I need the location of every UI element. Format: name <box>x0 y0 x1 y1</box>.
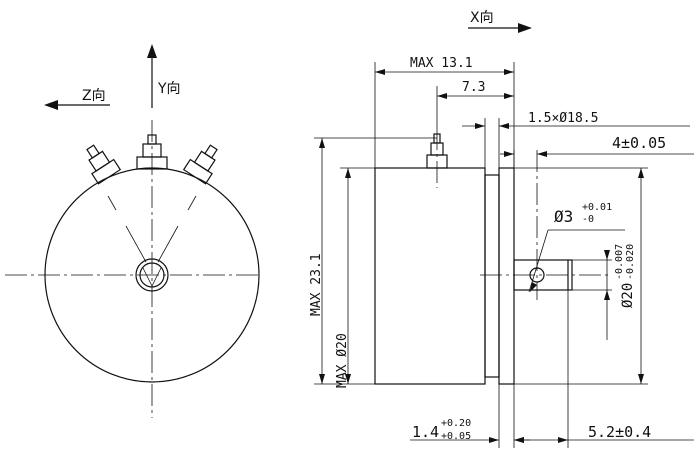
z-direction-arrowhead <box>44 100 58 110</box>
front-view: Y向 Z向 <box>5 44 262 418</box>
side-view: X向 MAX 13.1 7.3 <box>309 10 694 448</box>
dim-flange-thickness-upper-tol: +0.20 <box>441 418 471 429</box>
dim-max-length: MAX 13.1 <box>410 56 473 71</box>
dim-flange-thickness: 1.4 <box>412 423 439 441</box>
shaft-hole-lower-tol: -0 <box>582 214 594 225</box>
dim-flange-spec: 1.5×Ø18.5 <box>528 111 598 126</box>
mounting-flange <box>498 167 515 385</box>
y-direction-label: Y向 <box>157 81 181 97</box>
dim-shaft-dia-lower-tol: -0.020 <box>625 244 636 280</box>
wiper-line-left <box>125 225 147 263</box>
side-terminal <box>426 128 448 188</box>
x-direction-label: X向 <box>470 10 494 26</box>
terminal-axis-left <box>107 195 117 211</box>
x-direction-arrowhead <box>518 23 532 33</box>
housing-circle <box>44 167 260 383</box>
shaft-outer-circle <box>135 258 169 292</box>
terminal-right <box>182 144 218 185</box>
dim-shaft-length: 5.2±0.4 <box>588 423 651 441</box>
z-direction-label: Z向 <box>82 88 106 104</box>
dim-shaft-width: 4±0.05 <box>612 134 666 152</box>
dim-body-dia: MAX Ø20 <box>335 333 350 388</box>
dim-flange-thickness-lower-tol: +0.05 <box>441 431 471 442</box>
shaft-hole-diameter: Ø3 <box>554 207 573 226</box>
terminal-axis-right <box>187 195 197 211</box>
dim-terminal-offset: 7.3 <box>462 80 485 95</box>
shaft-flat-line-right <box>151 267 162 287</box>
y-direction-arrowhead <box>147 44 157 58</box>
shaft-hole-upper-tol: +0.01 <box>582 202 612 213</box>
shaft-flat-line-left <box>142 267 153 287</box>
dim-shaft-dia-group: Ø20 -0.007 -0.020 <box>614 244 636 308</box>
dim-max-height: MAX 23.1 <box>309 253 324 316</box>
dim-shaft-dia-upper-tol: -0.007 <box>614 244 625 280</box>
flange-step <box>484 174 500 378</box>
wiper-line-right <box>157 225 179 263</box>
shaft-hole-leader <box>528 229 549 293</box>
terminal-center <box>136 134 168 170</box>
housing-body <box>374 167 486 385</box>
shaft-inner-circle <box>139 262 165 288</box>
terminal-left <box>86 144 122 185</box>
dim-shaft-dia: Ø20 <box>620 283 636 308</box>
